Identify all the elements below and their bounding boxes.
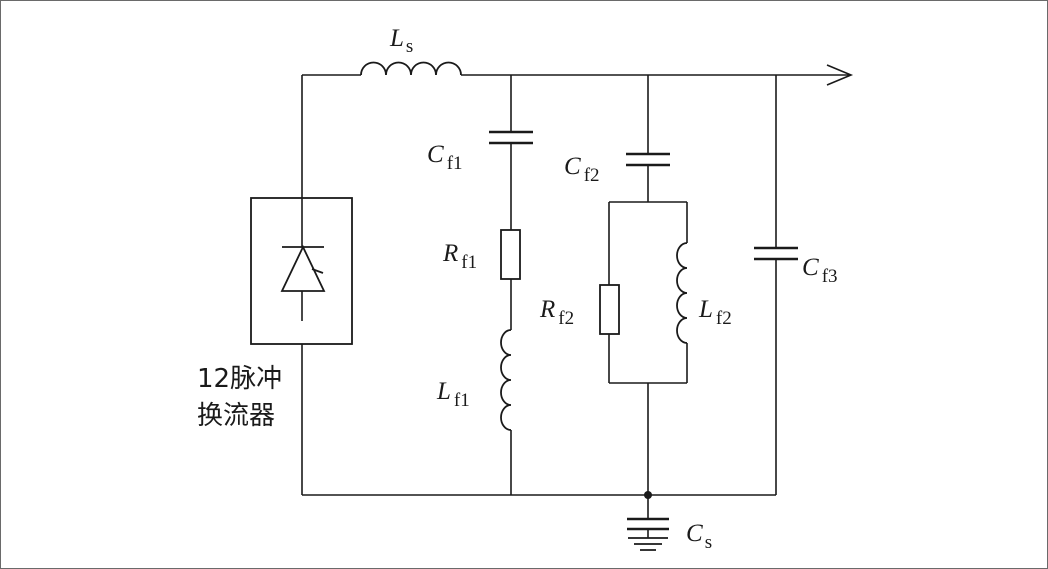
ground-icon [628,537,668,551]
converter-label-line2: 换流器 [197,401,276,431]
inductor-Lf2 [676,242,688,344]
branch-2 [599,75,688,495]
thyristor-gate [311,268,324,274]
bottom-bus [302,491,776,499]
converter-block [250,197,353,345]
converter-label-line1: 12脉冲 [197,364,283,394]
branch-1 [489,75,533,495]
output-arrow [826,64,854,86]
converter-label: 12脉冲 换流器 [197,361,307,435]
inductor-Lf1 [500,329,512,431]
capacitor-Cs-ground [627,495,669,551]
resistor-Rf2 [599,284,620,335]
top-bus [302,64,854,86]
thyristor-triangle [280,244,326,292]
resistor-Rf1 [500,229,521,280]
branch-3 [754,75,798,495]
inductor-Ls [360,61,462,76]
